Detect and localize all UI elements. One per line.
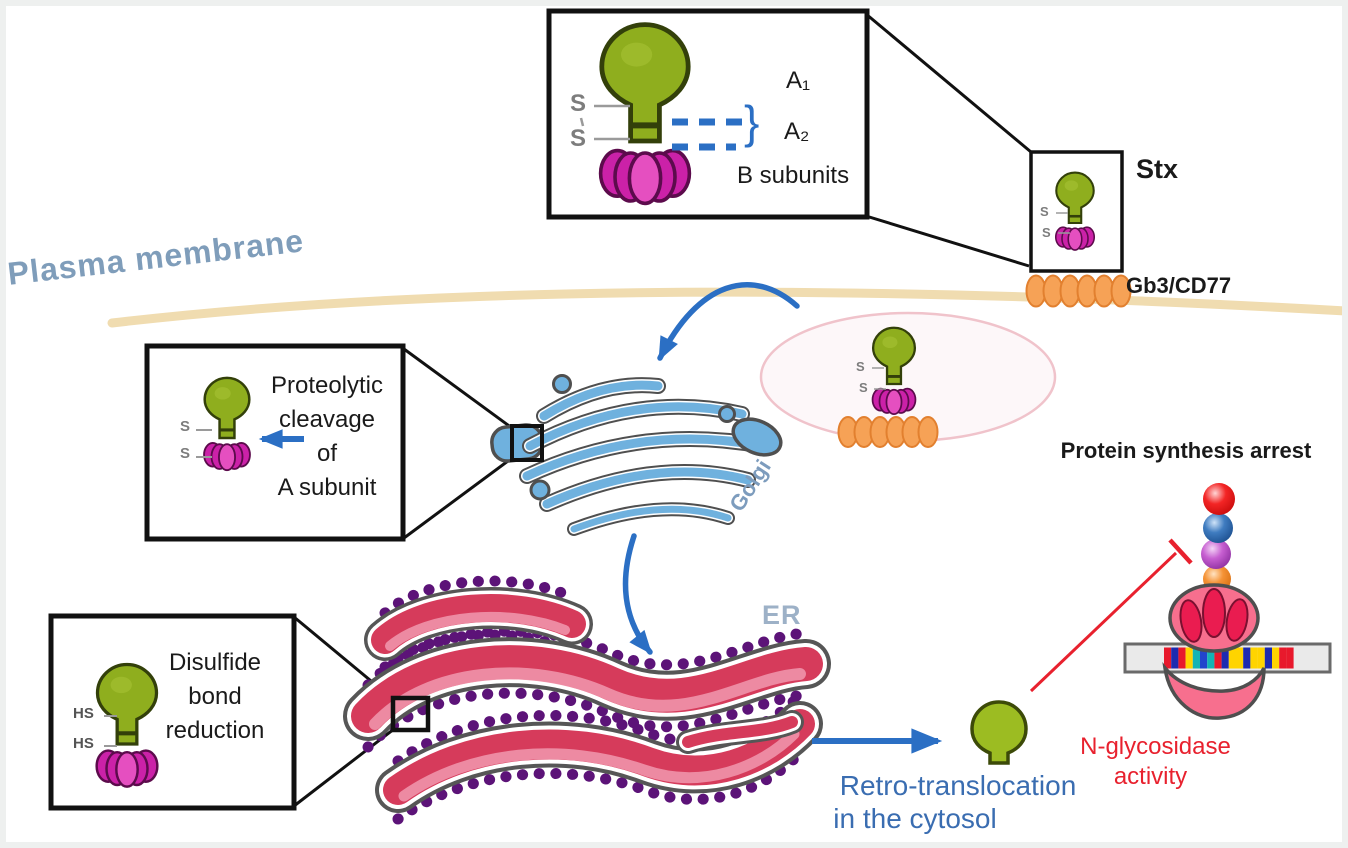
retro-translocation-label: Retro-translocation [839, 770, 1077, 801]
a1-subunit-icon [970, 700, 1028, 765]
thiol-tick-lines [104, 715, 117, 747]
proteolytic-cleavage-box [144, 343, 406, 542]
text-line: reduction [165, 717, 265, 744]
receptor-gb3-icon [1025, 274, 1132, 308]
disulfide-reduction-box [48, 613, 297, 811]
disulfide-s-label: S [1042, 225, 1051, 240]
ribosome-icon [1123, 483, 1332, 720]
disulfide-reduction-text: Disulfide bond reduction [140, 646, 290, 748]
golgi-cisternae [519, 377, 770, 536]
disulfide-s-label: S [859, 380, 868, 395]
receptor-gb3-icon [837, 416, 939, 448]
retro-translocation-label: in the cytosol [833, 803, 997, 834]
er-zoom-square [390, 695, 431, 733]
golgi-to-er-arrow [622, 533, 653, 655]
text-line: bond [188, 683, 242, 710]
disulfide-s-label: S [180, 445, 191, 462]
disulfide-tick-lines [579, 104, 630, 141]
a2-subunit-label: A₂ [784, 118, 810, 145]
n-glycosidase-label: N-glycosidase [1080, 733, 1231, 760]
text-line: cleavage [278, 406, 376, 433]
thiol-hs-label: HS [73, 705, 94, 722]
disulfide-tick-lines [872, 367, 886, 390]
n-glycosidase-label: activity [1113, 763, 1188, 790]
endosome-icon [759, 311, 1057, 448]
thiol-hs-label: HS [73, 735, 94, 752]
toxin-structure-inset-box [546, 8, 870, 220]
disulfide-tick-lines [1056, 212, 1070, 234]
protein-synthesis-arrest-label: Protein synthesis arrest [1060, 438, 1312, 463]
disulfide-s-label: S [570, 125, 587, 152]
stx-at-membrane [1025, 150, 1132, 308]
er-label: ER [762, 600, 802, 630]
a2-dashed-lines [672, 118, 746, 151]
text-line: Proteolytic [270, 372, 384, 399]
disulfide-s-label: S [570, 90, 587, 117]
er-icon [343, 575, 831, 825]
a1-subunit-label: A₁ [786, 67, 811, 94]
stx-label: Stx [1136, 154, 1179, 184]
disulfide-s-label: S [1040, 204, 1049, 219]
golgi-icon [490, 374, 783, 536]
b-subunits-label: B subunits [737, 162, 850, 189]
zoom-connector-lines [293, 12, 1032, 808]
nascent-peptide-icon [1201, 483, 1235, 593]
proteolytic-cleavage-text: Proteolytic cleavage of A subunit [247, 369, 407, 505]
disulfide-tick-lines [196, 429, 212, 458]
inhibition-line [1029, 538, 1193, 693]
internalization-arrow [657, 282, 800, 361]
text-line: A subunit [277, 474, 377, 501]
disulfide-s-label: S [180, 418, 191, 435]
text-line: Disulfide [168, 649, 262, 676]
golgi-zoom-square [510, 424, 544, 462]
gb3-receptor-label: Gb3/CD77 [1126, 273, 1232, 298]
disulfide-s-label: S [856, 359, 865, 374]
text-line: of [316, 440, 337, 467]
a2-brace: } [744, 96, 760, 148]
